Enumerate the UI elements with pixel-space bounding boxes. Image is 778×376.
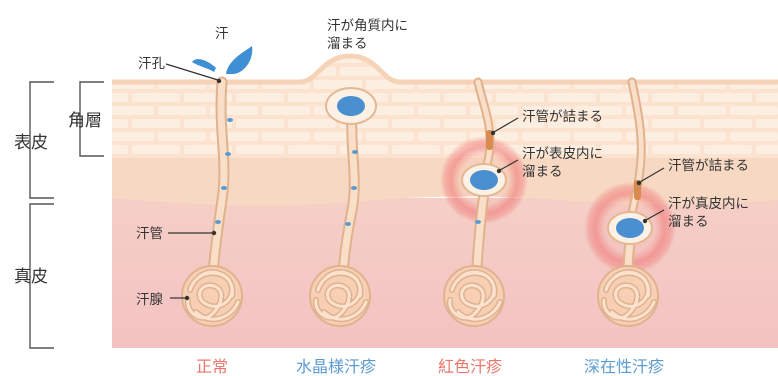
caption-normal: 正常 <box>196 357 228 376</box>
trapped-sweat <box>337 96 365 116</box>
epidermis-bracket <box>29 81 54 199</box>
profunda-leader <box>645 209 665 221</box>
profunda-annotation-2: 溜まる <box>668 214 709 230</box>
rubra-leader <box>499 159 519 171</box>
crystallina-gland <box>309 87 377 327</box>
dermis-bracket <box>29 203 54 349</box>
sweat-droplets-icon <box>192 46 253 74</box>
dermis-label: 真皮 <box>14 267 48 287</box>
caption-rubra: 紅色汗疹 <box>438 357 502 376</box>
sweat-pore-label: 汗孔 <box>138 56 165 72</box>
crystallina-annotation-2: 溜まる <box>327 36 368 52</box>
profunda-gland <box>584 77 676 327</box>
normal-gland <box>181 46 253 327</box>
stratum-corneum-label: 角層 <box>68 111 102 131</box>
duct-blocked-leader-1 <box>493 117 519 133</box>
duct-blocked-annotation-1: 汗管が詰まる <box>522 109 603 125</box>
profunda-annotation-1: 汗が真皮内に <box>668 196 749 212</box>
duct-blocked-leader-2 <box>639 167 665 183</box>
crystallina-annotation-1: 汗が角質内に <box>327 18 408 34</box>
duct-blocked-annotation-2: 汗管が詰まる <box>668 158 749 174</box>
caption-profunda: 深在性汗疹 <box>584 357 664 376</box>
trapped-sweat <box>616 218 644 238</box>
rubra-annotation-1: 汗が表皮内に <box>522 146 603 162</box>
stratum-bracket <box>79 81 104 157</box>
sweat-drops-in-duct <box>215 118 233 224</box>
sweat-gland-label: 汗腺 <box>136 292 163 308</box>
sweat-pore-leader <box>165 63 219 81</box>
sweat-gland-coil <box>181 265 243 327</box>
duct-blockage <box>486 130 493 150</box>
sweat-label: 汗 <box>215 26 229 42</box>
stratum-corneum-layer <box>112 56 778 158</box>
rubra-gland <box>440 77 528 327</box>
layer-brackets <box>29 81 104 349</box>
skin-surface-line <box>112 53 778 85</box>
caption-crystallina: 水晶様汗疹 <box>296 357 376 376</box>
trapped-sweat <box>470 170 498 190</box>
rubra-annotation-2: 溜まる <box>522 164 563 180</box>
epidermis-label: 表皮 <box>14 133 48 153</box>
sweat-duct-label: 汗管 <box>136 226 163 242</box>
